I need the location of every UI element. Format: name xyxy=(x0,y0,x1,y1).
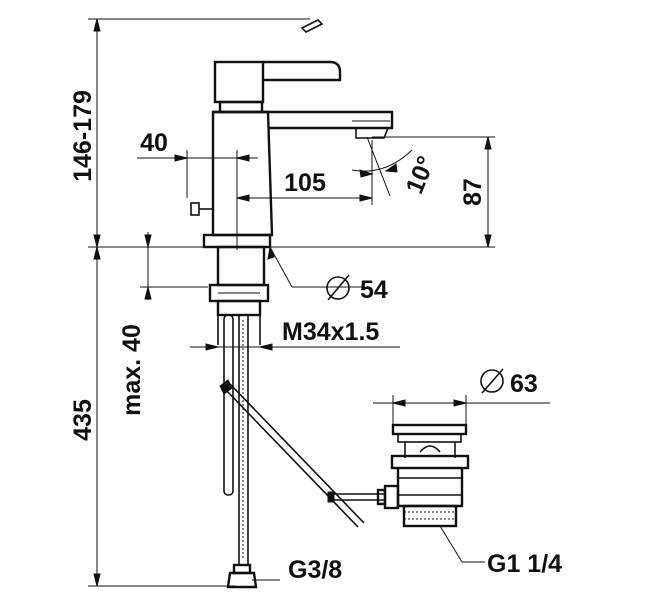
label-diameter-63: 63 xyxy=(510,370,538,398)
dim-line-max-40 xyxy=(140,232,208,300)
popup-rod xyxy=(219,379,385,528)
label-reach-105: 105 xyxy=(284,169,326,197)
spout xyxy=(213,110,394,130)
drain-thread xyxy=(402,504,458,528)
diameter-symbol-54 xyxy=(326,276,350,300)
dim-line-105 xyxy=(236,140,373,205)
popup-knob xyxy=(190,202,200,216)
hose-left xyxy=(223,314,234,496)
label-offset-40: 40 xyxy=(140,129,168,157)
flex-hoses xyxy=(223,314,258,589)
dim-line-m34 xyxy=(190,343,400,351)
rod-clip xyxy=(219,379,233,395)
extension-lines xyxy=(88,18,495,587)
lever-arm xyxy=(263,60,342,82)
dim-line-40 xyxy=(137,150,258,250)
lever-indicator-mark xyxy=(300,19,324,33)
label-max-40: max. 40 xyxy=(118,324,146,416)
diameter-symbol-63 xyxy=(480,369,504,393)
waste-drain xyxy=(373,368,550,563)
dim-line-87 xyxy=(484,136,492,248)
aerator xyxy=(355,127,390,139)
hose-nut xyxy=(226,571,258,589)
dim-line-146-179 xyxy=(93,18,101,248)
lever-handle xyxy=(213,60,265,104)
label-diameter-54: 54 xyxy=(360,276,388,304)
dim-line-435 xyxy=(93,246,101,587)
label-height-range: 146-179 xyxy=(69,90,97,182)
label-thread-m34: M34x1.5 xyxy=(282,318,379,346)
faucet-body xyxy=(190,19,394,249)
faucet-column xyxy=(211,110,274,237)
drain-flange xyxy=(391,423,468,436)
label-height-87: 87 xyxy=(459,178,487,206)
label-angle-10: 10° xyxy=(401,152,441,198)
leader-54 xyxy=(267,245,365,301)
label-height-435: 435 xyxy=(69,399,97,441)
mounting-shank xyxy=(208,245,270,345)
angle-10-annotation xyxy=(351,136,413,197)
label-waste-thread: G1 1/4 xyxy=(487,550,562,578)
label-hose-thread: G3/8 xyxy=(288,556,342,584)
